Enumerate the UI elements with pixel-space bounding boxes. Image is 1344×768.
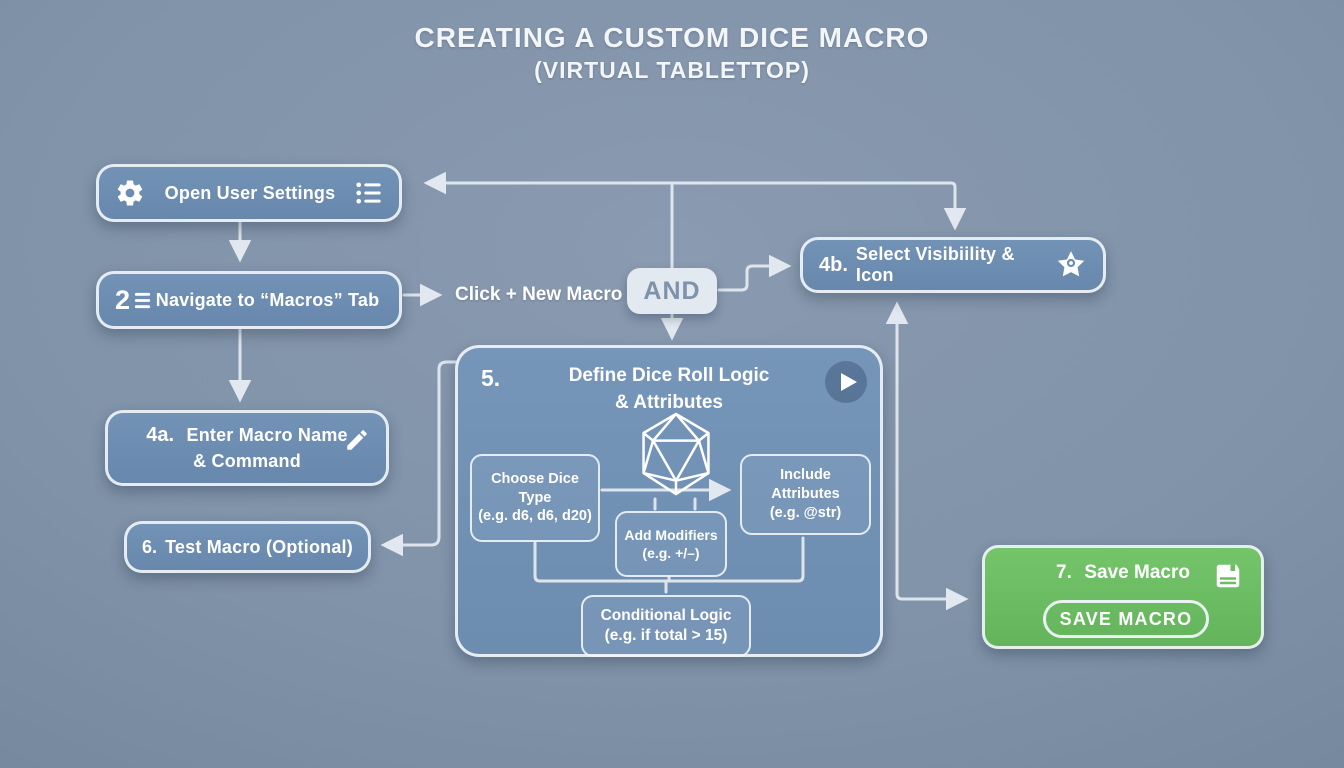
subnode-label-line1: Include Attributes bbox=[771, 467, 840, 503]
panel-title: Define Dice Roll Logic & Attributes bbox=[458, 363, 880, 416]
subnode-label-line2: (e.g. if total > 15) bbox=[604, 627, 728, 644]
subnode-conditional-logic: Conditional Logic (e.g. if total > 15) bbox=[581, 595, 751, 657]
node-open-user-settings: Open User Settings bbox=[96, 164, 402, 222]
and-gate-label: AND bbox=[643, 276, 701, 305]
and-gate: AND bbox=[627, 268, 717, 314]
node-label: Navigate to “Macros” Tab bbox=[155, 289, 380, 310]
subnode-label-line1: Add Modifiers bbox=[624, 526, 718, 543]
subnode-choose-dice-type: Choose Dice Type (e.g. d6, d6, d20) bbox=[470, 454, 600, 542]
node-enter-macro-name: 4a. Enter Macro Name & Command bbox=[105, 410, 389, 486]
subnode-label-line1: Conditional Logic bbox=[600, 606, 732, 624]
floppy-disk-icon bbox=[1213, 561, 1243, 591]
pencil-icon bbox=[344, 427, 370, 453]
subnode-include-attributes: Include Attributes (e.g. @str) bbox=[740, 454, 871, 535]
step-number: 5. bbox=[481, 365, 501, 391]
node-define-dice-roll-logic: 5. Define Dice Roll Logic & Attributes C… bbox=[455, 345, 883, 657]
step-number: 6. bbox=[142, 536, 158, 557]
step-number: 4b. bbox=[819, 253, 848, 276]
subnode-label-line2: (e.g. +/–) bbox=[642, 545, 700, 561]
subnode-label-line2: (e.g. @str) bbox=[769, 504, 842, 521]
node-test-macro: 6. Test Macro (Optional) bbox=[124, 521, 371, 573]
inner-connector-lines bbox=[533, 478, 805, 594]
node-label-line2: & Command bbox=[193, 451, 301, 472]
node-navigate-macros-tab: 2 Navigate to “Macros” Tab bbox=[96, 271, 402, 329]
gear-icon bbox=[115, 178, 145, 208]
play-icon bbox=[841, 373, 857, 391]
node-label-line1: Enter Macro Name bbox=[186, 425, 348, 446]
save-macro-button[interactable]: SAVE MACRO bbox=[1043, 600, 1209, 638]
page-title: CREATING A CUSTOM DICE MACRO bbox=[414, 22, 930, 53]
numbered-list-icon: 2 bbox=[115, 285, 152, 316]
diagram-title: CREATING A CUSTOM DICE MACRO (VIRTUAL TA… bbox=[0, 22, 1344, 84]
node-label: Test Macro (Optional) bbox=[165, 536, 353, 557]
save-macro-title: 7. Save Macro bbox=[985, 562, 1261, 584]
subnode-add-modifiers: Add Modifiers (e.g. +/–) bbox=[615, 511, 727, 577]
node-label: Save Macro bbox=[1084, 562, 1190, 583]
bulleted-list-icon bbox=[355, 179, 383, 207]
subnode-label-line2: (e.g. d6, d6, d20) bbox=[478, 508, 592, 525]
save-macro-button-label: SAVE MACRO bbox=[1059, 608, 1193, 629]
subnode-label-line1: Choose Dice Type bbox=[491, 470, 579, 506]
node-select-visibility-icon: 4b. Select Visibiility & Icon bbox=[800, 237, 1106, 293]
label-click-new-macro: Click + New Macro bbox=[455, 284, 623, 305]
panel-title-line2: & Attributes bbox=[614, 391, 724, 413]
step-number: 2 bbox=[115, 284, 131, 315]
node-label: Select Visibiility & Icon bbox=[855, 244, 1015, 285]
step-number: 4a. bbox=[146, 424, 175, 447]
step-number: 7. bbox=[1056, 562, 1072, 583]
node-save-macro: 7. Save Macro SAVE MACRO bbox=[982, 545, 1264, 649]
panel-title-line1: Define Dice Roll Logic bbox=[568, 365, 770, 386]
node-label: Open User Settings bbox=[164, 182, 336, 203]
play-button[interactable] bbox=[825, 361, 867, 403]
star-eye-icon bbox=[1055, 249, 1087, 281]
d20-die-icon bbox=[637, 412, 715, 496]
page-subtitle: (VIRTUAL TABLETTOP) bbox=[534, 57, 810, 83]
